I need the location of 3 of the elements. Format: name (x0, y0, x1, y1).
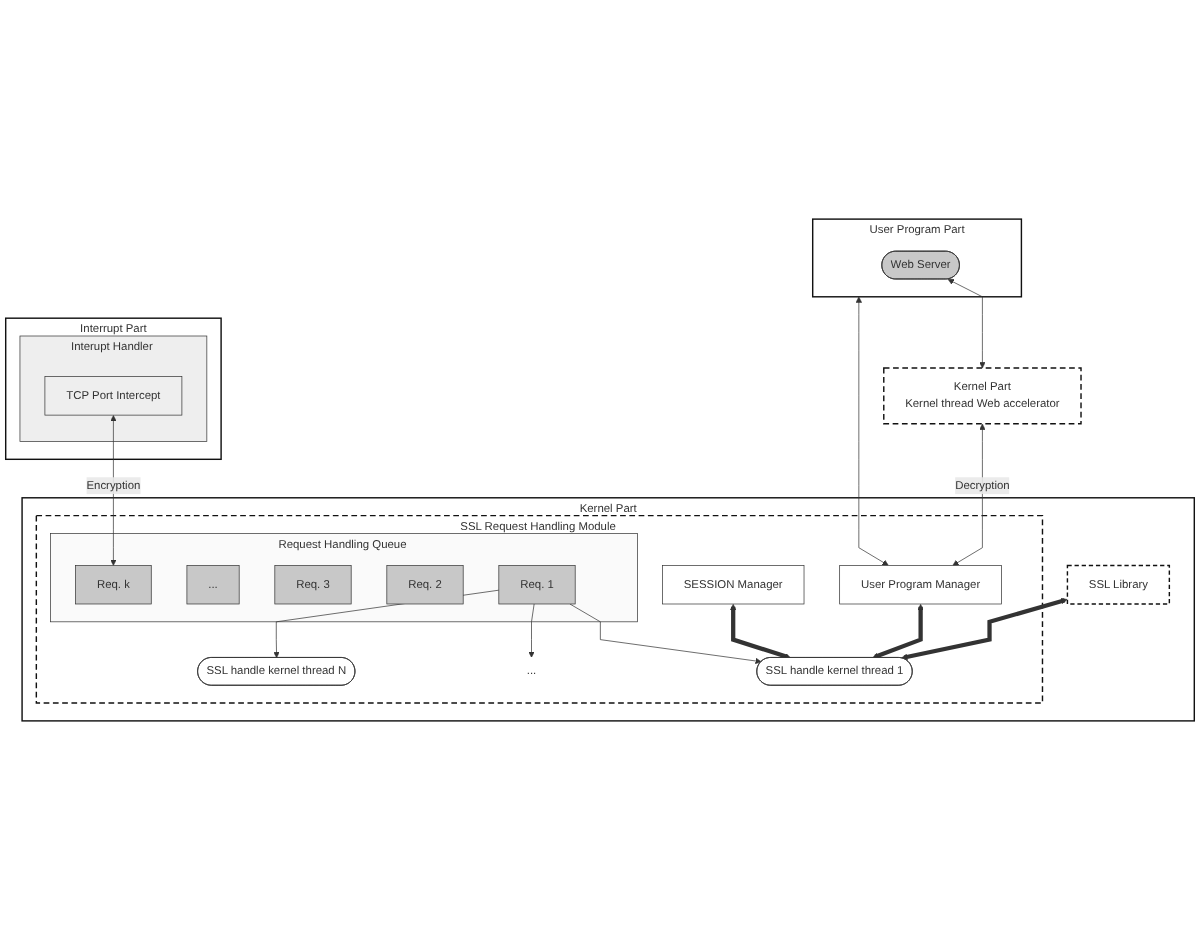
arrow (901, 598, 1068, 660)
arrow (730, 604, 791, 660)
arrow (872, 604, 924, 659)
